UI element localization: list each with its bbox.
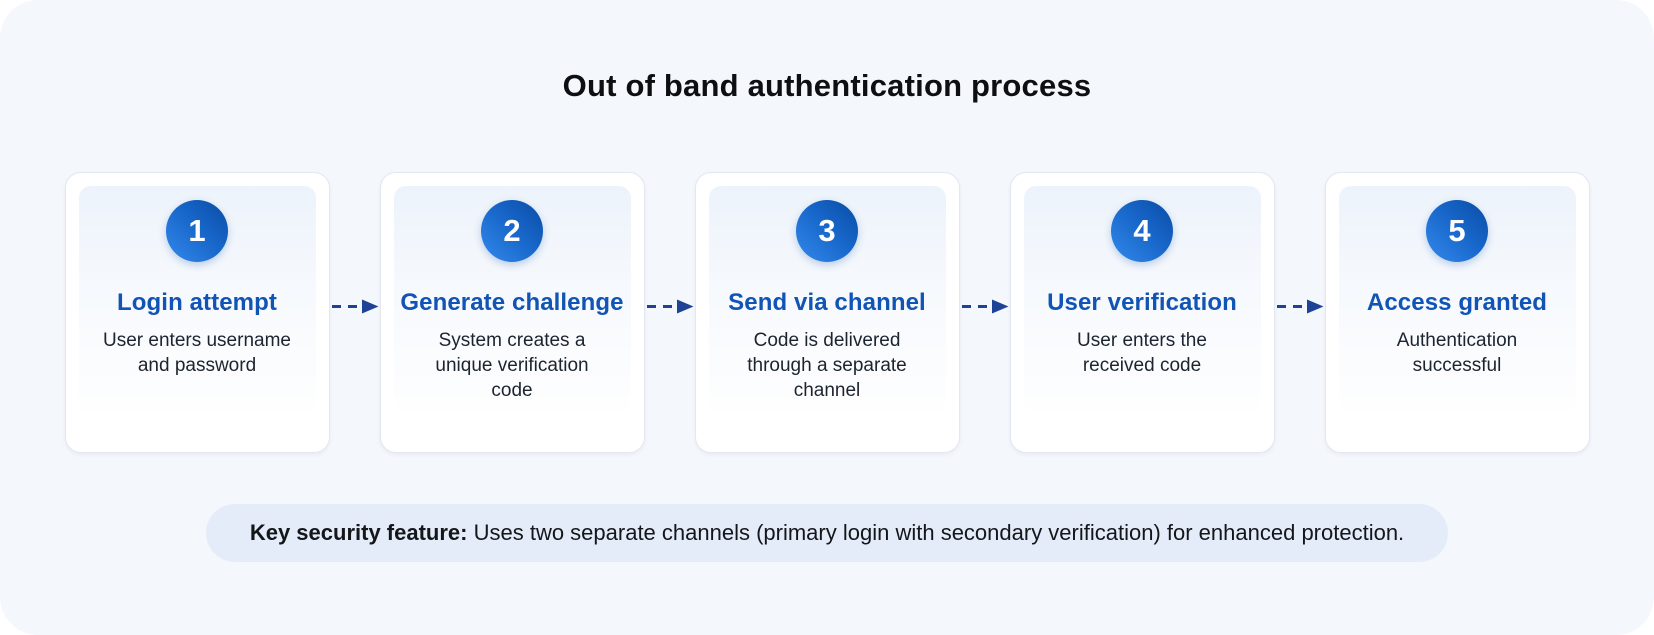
step-card-3: 3 Send via channel Code is delivered thr… [694, 172, 960, 453]
dashed-arrow-right-icon [331, 299, 378, 314]
step-card-inner: 4 User verification User enters the rece… [1023, 186, 1261, 412]
step-card-4: 4 User verification User enters the rece… [1009, 172, 1275, 453]
step-card-5: 5 Access granted Authentication successf… [1324, 172, 1590, 453]
dashed-arrow-right-icon [1276, 299, 1323, 314]
step-number: 5 [1448, 213, 1466, 248]
step-number: 2 [503, 213, 521, 248]
step-number-badge: 4 [1111, 200, 1173, 262]
security-note-label: Key security feature: [249, 520, 468, 545]
step-description: Code is delivered through a separate cha… [747, 330, 907, 401]
step-number: 4 [1133, 213, 1151, 248]
step-title: Generate challenge [400, 289, 624, 316]
step-title: Access granted [1366, 289, 1548, 316]
step-connector [645, 172, 695, 453]
step-title: User verification [1047, 289, 1237, 316]
security-note-banner: Key security feature: Uses two separate … [205, 504, 1449, 562]
step-connector [1275, 172, 1325, 453]
step-card-inner: 2 Generate challenge System creates a un… [393, 186, 631, 412]
step-card-2: 2 Generate challenge System creates a un… [379, 172, 645, 453]
step-card-inner: 5 Access granted Authentication successf… [1338, 186, 1576, 412]
step-number: 3 [818, 213, 836, 248]
step-description: User enters username and password [103, 330, 291, 376]
process-steps-row: 1 Login attempt User enters username and… [0, 172, 1654, 453]
step-connector [330, 172, 380, 453]
page-title: Out of band authentication process [562, 68, 1092, 103]
step-number-badge: 5 [1426, 200, 1488, 262]
dashed-arrow-right-icon [961, 299, 1008, 314]
step-number-badge: 3 [796, 200, 858, 262]
step-title: Login attempt [117, 289, 277, 316]
step-description: System creates a unique verification cod… [435, 330, 589, 401]
step-title: Send via channel [728, 289, 926, 316]
step-number-badge: 2 [481, 200, 543, 262]
step-card-inner: 1 Login attempt User enters username and… [78, 186, 316, 412]
step-description: Authentication successful [1396, 330, 1518, 376]
step-number-badge: 1 [166, 200, 228, 262]
step-connector [960, 172, 1010, 453]
step-card-inner: 3 Send via channel Code is delivered thr… [708, 186, 946, 412]
step-description: User enters the received code [1077, 330, 1207, 376]
dashed-arrow-right-icon [646, 299, 693, 314]
step-card-1: 1 Login attempt User enters username and… [64, 172, 330, 453]
security-note-text: Uses two separate channels (primary logi… [467, 520, 1405, 545]
step-number: 1 [188, 213, 206, 248]
